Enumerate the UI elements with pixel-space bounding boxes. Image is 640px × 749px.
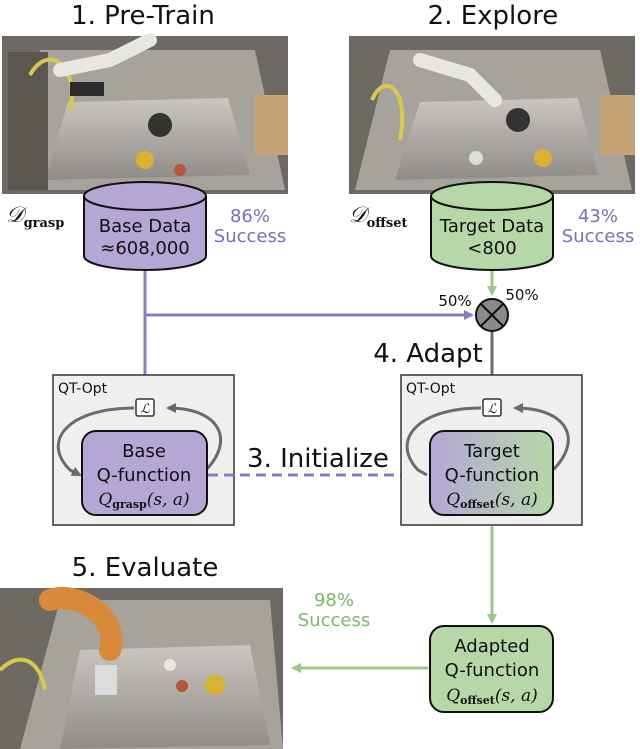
- target-dataset-symbol: 𝒟offset: [349, 203, 408, 231]
- base-qfunction-box: [81, 430, 208, 516]
- target-success-rate: 43%: [578, 206, 618, 227]
- target-data-label: Target Data: [439, 216, 544, 237]
- base-qfunction-line2: Q-function: [97, 465, 192, 486]
- evaluate-success-rate: 98%: [314, 590, 354, 611]
- step-adapt-heading: 4. Adapt: [373, 339, 483, 369]
- base-qfunction-formula: Qgrasp(s, a): [98, 490, 189, 511]
- pretrain-robot-photo: [2, 33, 288, 194]
- adapted-qfunction-line2: Q-function: [445, 660, 540, 681]
- target-qfunction-formula: Qoffset(s, a): [446, 490, 538, 511]
- loop-arrow-icon-right: [405, 406, 482, 477]
- svg-text:ℒ: ℒ: [140, 402, 150, 417]
- adapted-qfunction-formula: Qoffset(s, a): [446, 686, 538, 707]
- mix-circle-icon: [475, 298, 509, 332]
- loss-icon: ℒ: [135, 398, 155, 417]
- loop-arrow-icon-left-return: [166, 403, 223, 472]
- target-data-cylinder-icon: [430, 181, 554, 271]
- adapted-qfunction-line1: Adapted: [454, 636, 529, 657]
- base-success-rate: 86%: [230, 206, 270, 227]
- loop-arrow-icon-right-return: [513, 403, 570, 472]
- step-pretrain-heading: 1. Pre-Train: [71, 1, 215, 31]
- target-qfunction-line1: Target: [463, 441, 520, 462]
- base-to-mix-arrow: [143, 271, 474, 320]
- explore-robot-photo: [349, 36, 635, 194]
- initialize-label-bg: [244, 440, 394, 472]
- step-evaluate-heading: 5. Evaluate: [72, 553, 219, 583]
- base-qfunction-line1: Base: [122, 441, 166, 462]
- base-data-label: Base Data: [99, 216, 192, 237]
- step-explore-heading: 2. Explore: [428, 1, 559, 31]
- base-data-count: ≈608,000: [100, 238, 190, 259]
- mix-right-percentage: 50%: [505, 286, 538, 304]
- qtopt-label-left: QT-Opt: [58, 381, 108, 397]
- step-initialize-heading: 3. Initialize: [247, 444, 389, 474]
- base-data-cylinder-icon: [83, 181, 207, 271]
- target-data-count: <800: [467, 238, 516, 259]
- target-qfunction-box: [429, 430, 554, 516]
- base-dataset-symbol: 𝒟grasp: [6, 203, 64, 231]
- loss-icon-right: ℒ: [482, 398, 502, 417]
- svg-text:ℒ: ℒ: [487, 402, 497, 417]
- base-success-label: Success: [214, 226, 286, 247]
- adapted-qfunction-box: [429, 625, 554, 713]
- mix-left-percentage: 50%: [438, 292, 471, 310]
- target-qfunction-line2: Q-function: [445, 465, 540, 486]
- qtopt-label-right: QT-Opt: [406, 381, 456, 397]
- target-success-label: Success: [562, 226, 634, 247]
- evaluate-success-label: Success: [298, 610, 370, 631]
- evaluate-robot-photo: [0, 587, 283, 749]
- loop-arrow-icon-left: [56, 406, 135, 477]
